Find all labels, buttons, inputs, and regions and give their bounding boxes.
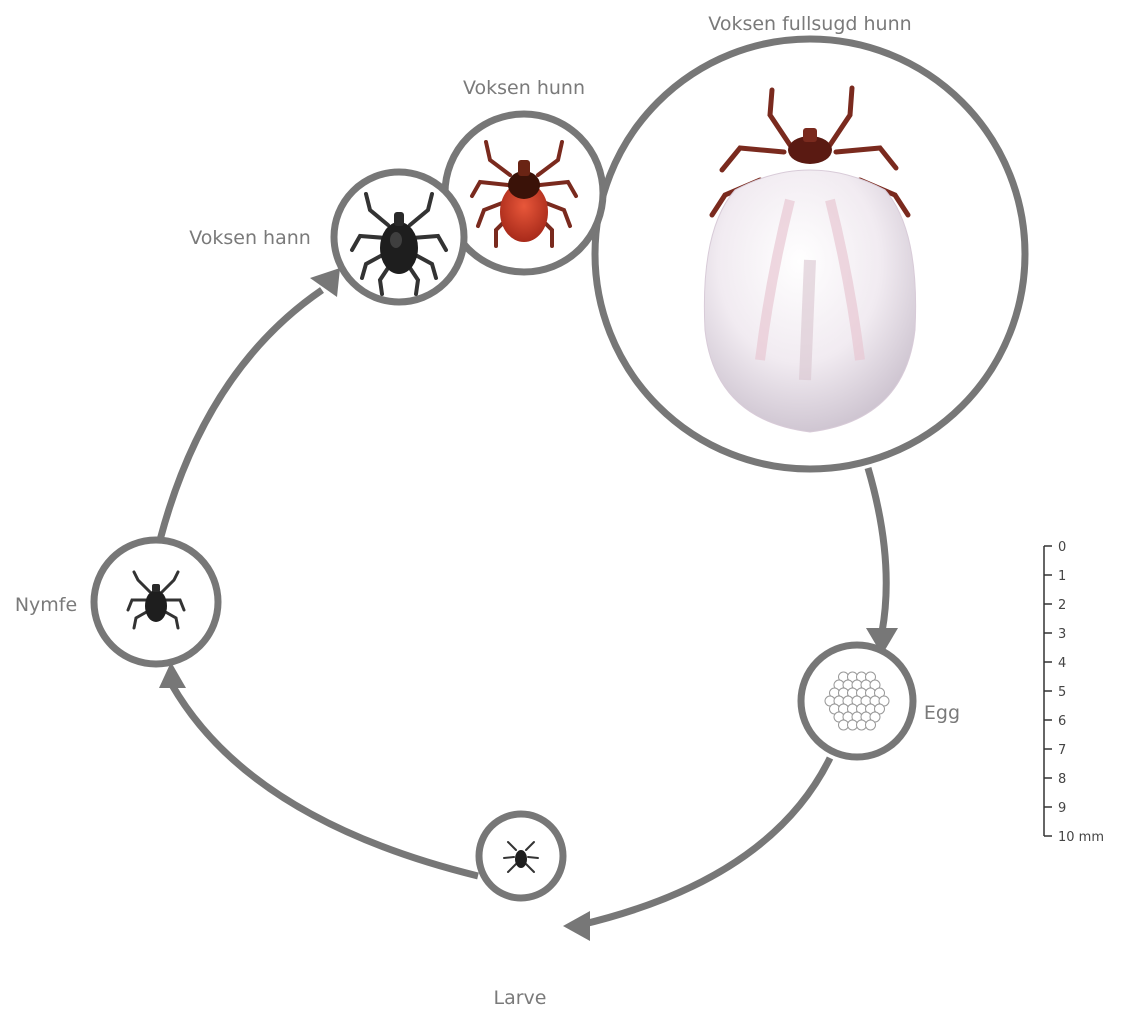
- label-egg: Egg: [924, 702, 960, 724]
- label-adult-female-engorged: Voksen fullsugd hunn: [708, 13, 911, 35]
- arrowhead-larva: [563, 911, 590, 941]
- label-adult-female: Voksen hunn: [463, 77, 585, 99]
- scale-tick-label: 7: [1058, 743, 1066, 758]
- scale-tick-label: 3: [1058, 627, 1066, 642]
- scale-tick-label: 9: [1058, 801, 1066, 816]
- label-larva: Larve: [494, 987, 547, 1009]
- scale-tick-label: 0: [1058, 540, 1066, 555]
- arrow-larva-to-nymph: [172, 685, 478, 876]
- scale-tick-label: 2: [1058, 598, 1066, 613]
- mm-scale-ruler: 0 1 2 3 4 5 6 7 8 9 10 mm: [1044, 540, 1104, 845]
- egg-icon: [866, 720, 876, 730]
- arrow-egg-to-larva: [580, 758, 830, 925]
- scale-tick-label: 1: [1058, 569, 1066, 584]
- scale-tick-label: 8: [1058, 772, 1066, 787]
- scale-tick-label: 6: [1058, 714, 1066, 729]
- scale-tick-label: 4: [1058, 656, 1066, 671]
- label-nymph: Nymfe: [15, 594, 77, 616]
- scale-tick-label: 10 mm: [1058, 830, 1104, 845]
- label-adult-male: Voksen hann: [189, 227, 311, 249]
- scale-tick-label: 5: [1058, 685, 1066, 700]
- arrow-nymph-to-male: [160, 290, 322, 540]
- arrow-engorged-to-egg: [868, 468, 886, 632]
